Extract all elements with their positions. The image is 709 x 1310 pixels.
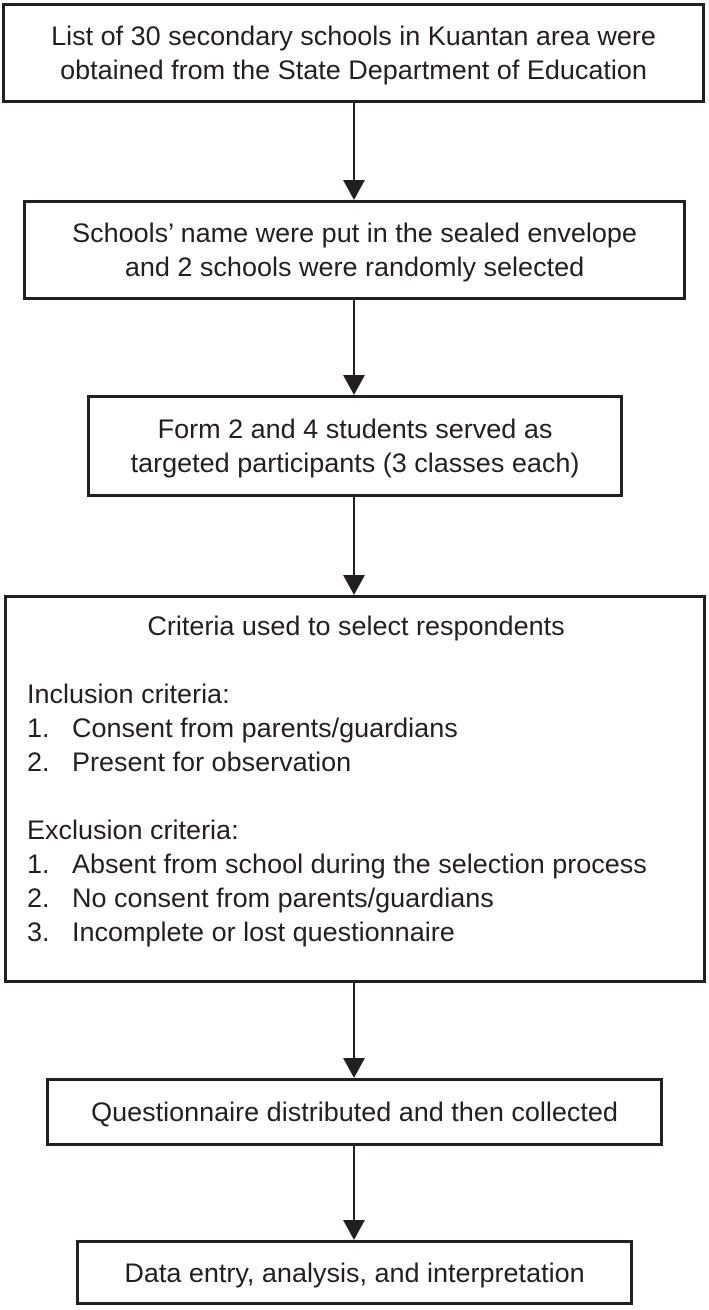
step-text: Form 2 and 4 students served as targeted…: [130, 414, 580, 478]
arrowhead-icon: [343, 375, 365, 395]
item-number: 1.: [27, 713, 50, 743]
step-text: Questionnaire distributed and then colle…: [91, 1097, 618, 1127]
exclusion-item: 2. No consent from parents/guardians: [27, 881, 685, 915]
exclusion-item: 1. Absent from school during the selecti…: [27, 847, 685, 881]
item-text: Present for observation: [72, 747, 352, 777]
arrowhead-icon: [343, 180, 365, 200]
spacer: [27, 779, 685, 813]
step-text: Schools’ name were put in the sealed env…: [72, 218, 637, 282]
flowchart-step-random-selection: Schools’ name were put in the sealed env…: [23, 200, 686, 300]
item-number: 1.: [27, 849, 50, 879]
arrowhead-icon: [343, 1220, 365, 1240]
inclusion-item: 2. Present for observation: [27, 745, 685, 779]
item-text: No consent from parents/guardians: [72, 883, 494, 913]
arrowhead-icon: [343, 575, 365, 595]
spacer: [27, 643, 685, 677]
arrow-stem: [353, 103, 355, 180]
exclusion-item: 3. Incomplete or lost questionnaire: [27, 915, 685, 949]
inclusion-heading: Inclusion criteria:: [27, 679, 230, 709]
item-text: Absent from school during the selection …: [72, 849, 647, 879]
flowchart-step-school-list: List of 30 secondary schools in Kuantan …: [2, 3, 705, 103]
arrow-stem: [353, 497, 355, 575]
flowchart-step-questionnaire: Questionnaire distributed and then colle…: [46, 1078, 663, 1146]
item-number: 2.: [27, 883, 50, 913]
step-text: List of 30 secondary schools in Kuantan …: [51, 21, 656, 85]
down-arrow-icon: [343, 103, 365, 200]
item-number: 3.: [27, 917, 50, 947]
arrow-stem: [353, 300, 355, 375]
inclusion-item: 1. Consent from parents/guardians: [27, 711, 685, 745]
arrow-stem: [353, 1146, 355, 1220]
arrowhead-icon: [343, 1058, 365, 1078]
item-text: Consent from parents/guardians: [72, 713, 458, 743]
step-text: Data entry, analysis, and interpretation: [124, 1257, 585, 1288]
down-arrow-icon: [343, 497, 365, 595]
flowchart-step-selection-criteria: Criteria used to select respondents Incl…: [4, 595, 706, 983]
flowchart-step-targeted-participants: Form 2 and 4 students served as targeted…: [87, 395, 623, 497]
down-arrow-icon: [343, 983, 365, 1078]
item-number: 2.: [27, 747, 50, 777]
flowchart-step-data-entry: Data entry, analysis, and interpretation: [76, 1240, 633, 1305]
criteria-title: Criteria used to select respondents: [147, 611, 565, 641]
exclusion-heading: Exclusion criteria:: [27, 815, 239, 845]
arrow-stem: [353, 983, 355, 1058]
down-arrow-icon: [343, 300, 365, 395]
item-text: Incomplete or lost questionnaire: [72, 917, 455, 947]
down-arrow-icon: [343, 1146, 365, 1240]
